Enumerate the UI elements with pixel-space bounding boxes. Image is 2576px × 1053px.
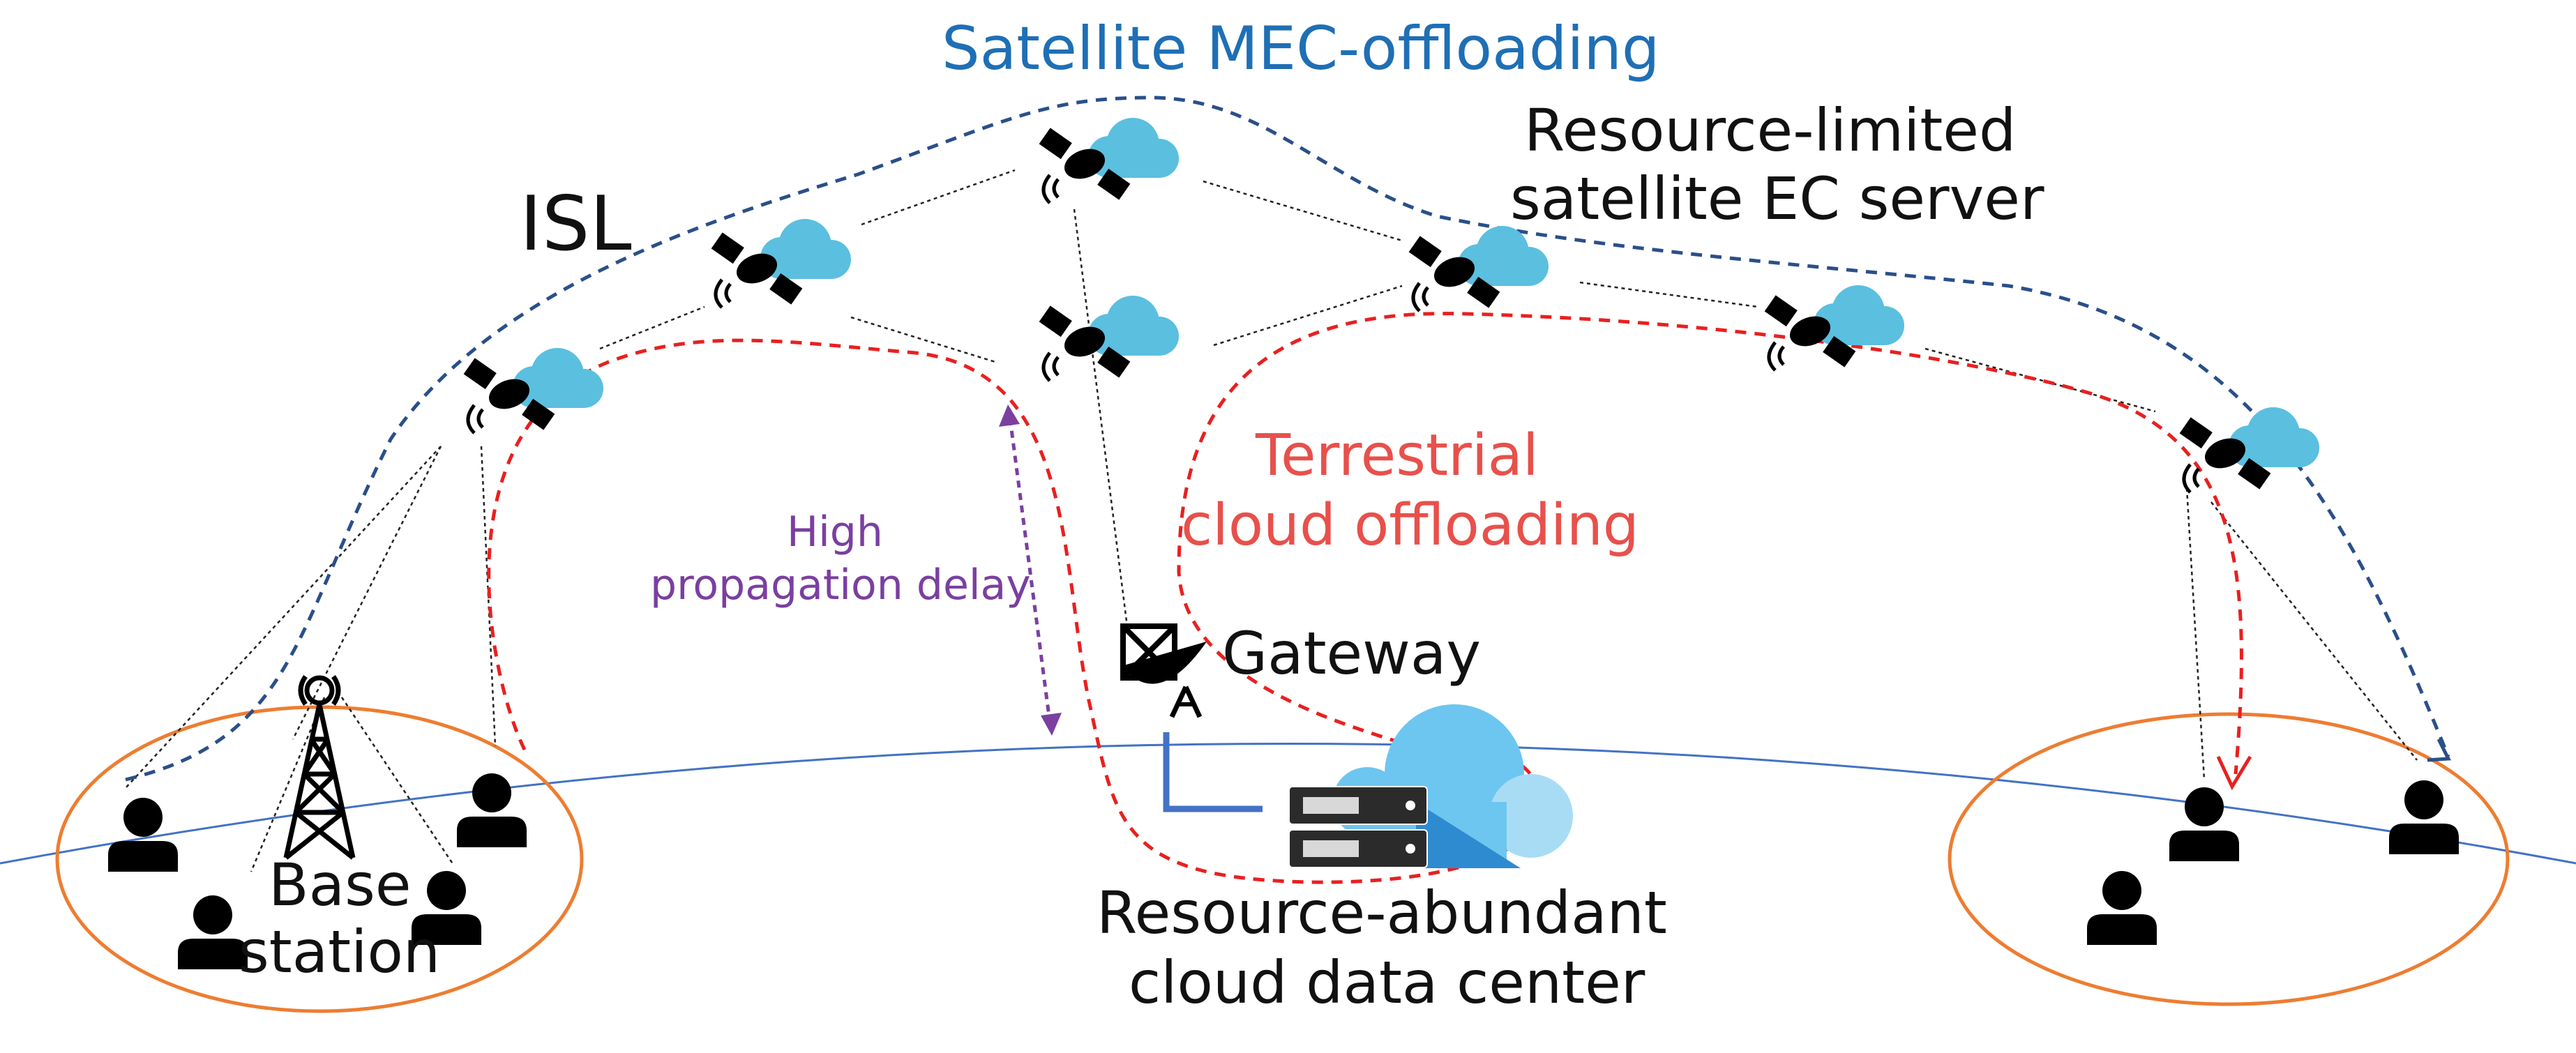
high-delay-label-line2: propagation delay	[650, 561, 1031, 609]
cloud-icon	[1814, 285, 1904, 345]
gateway-label: Gateway	[1222, 619, 1482, 688]
mec-path-arrowhead	[2427, 738, 2451, 762]
resource-limited-label-line1: Resource-limited	[1524, 96, 2017, 165]
coverage-area-right	[1948, 712, 2510, 1006]
satellite-mec-offloading-path	[125, 96, 2450, 782]
resource-limited-label-line2: satellite EC server	[1510, 165, 2044, 233]
base-station-label-line2: station	[239, 918, 441, 986]
gateway-datacenter-link	[1163, 732, 1263, 812]
satellite-node-3	[1039, 118, 1179, 203]
high-delay-label-line1: High	[787, 508, 883, 556]
abundant-datacenter-label-line2: cloud data center	[1129, 948, 1645, 1017]
satellite-node-5	[1409, 226, 1549, 311]
cloud-icon	[1458, 226, 1549, 286]
user-icon	[2087, 871, 2157, 945]
earth-horizon	[0, 743, 2576, 865]
satellite-node-2	[711, 219, 851, 308]
satellite-mec-offloading-label: Satellite MEC-offloading	[942, 14, 1660, 84]
satellite-node-1	[464, 348, 603, 433]
user-icon	[2169, 787, 2239, 861]
terrestrial-path-arrowhead	[2216, 755, 2252, 791]
base-station-tower-icon	[283, 674, 356, 860]
cloud-icon	[1088, 296, 1179, 356]
satellite-dish-icon	[1120, 623, 1207, 718]
server-rack-icon	[1288, 786, 1428, 868]
abundant-datacenter-label-line1: Resource-abundant	[1097, 879, 1667, 947]
propagation-delay-arrow	[999, 404, 1062, 736]
base-station-label-line1: Base	[269, 851, 412, 919]
user-icon	[457, 773, 527, 847]
isl-label: ISL	[520, 181, 632, 268]
user-icon	[178, 895, 248, 969]
cloud-icon	[2229, 407, 2319, 467]
user-icon	[2389, 780, 2459, 854]
terrestrial-label-line1: Terrestrial	[1256, 423, 1539, 489]
cloud-icon	[513, 348, 603, 408]
terrestrial-label-line2: cloud offloading	[1181, 492, 1639, 559]
cloud-icon	[1088, 118, 1179, 178]
satellite-node-4	[1039, 296, 1179, 381]
satellite-node-7	[2180, 407, 2319, 492]
satellite-node-6	[1765, 285, 1904, 370]
isl-links	[125, 169, 2418, 872]
